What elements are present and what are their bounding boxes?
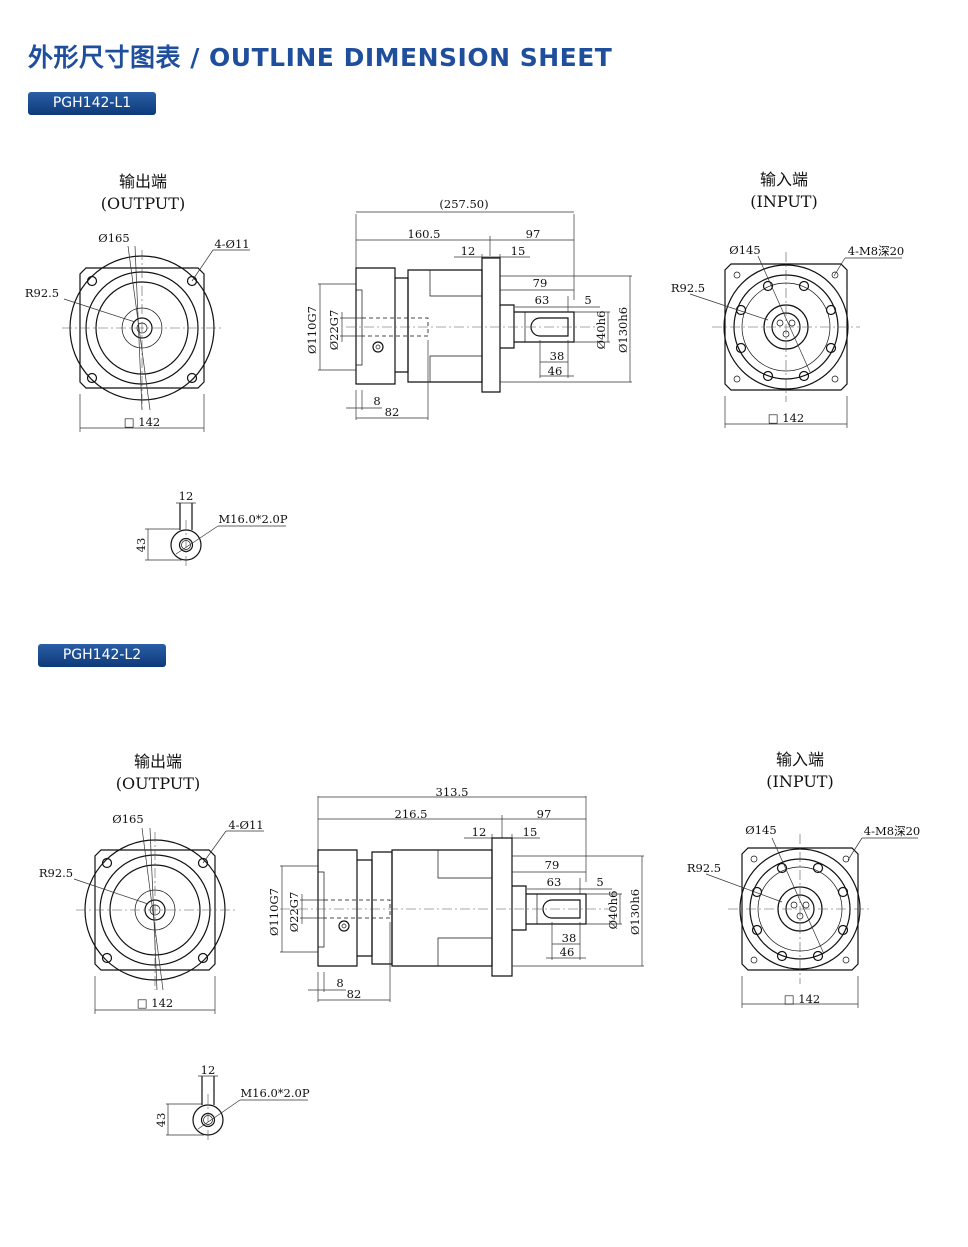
input-label: 输入端 — [760, 170, 808, 189]
dim-dia-165: Ø165 — [98, 231, 129, 245]
dim-46: 46 — [560, 945, 575, 959]
dim-43: 43 — [134, 538, 148, 553]
dim-dia-165: Ø165 — [112, 812, 143, 826]
dim-holes-m8: 4-M8深20 — [864, 824, 920, 838]
dim-body: 160.5 — [408, 227, 441, 241]
dim-square: □ 142 — [784, 992, 820, 1006]
dim-38: 38 — [550, 349, 565, 363]
dim-8: 8 — [336, 976, 343, 990]
dim-63: 63 — [547, 875, 562, 889]
dim-79: 79 — [545, 858, 560, 872]
dim-square: □ 142 — [768, 411, 804, 425]
input-view-l2: 输入端 (INPUT) Ø145 4-M8深20 R92.5 — [687, 750, 920, 1008]
dim-15: 15 — [511, 244, 526, 258]
dim-dia-40: Ø40h6 — [594, 311, 608, 350]
dim-radius: R92.5 — [39, 866, 73, 880]
dim-82: 82 — [347, 987, 362, 1001]
dim-holes-m8: 4-M8深20 — [848, 244, 904, 258]
input-sublabel: (INPUT) — [766, 772, 833, 791]
side-view-l2: 313.5 216.5 97 12 15 79 63 5 38 — [267, 785, 644, 1002]
output-view-l2: 输出端 (OUTPUT) Ø165 4-Ø11 R92.5 □ 142 — [39, 752, 264, 1014]
dim-12: 12 — [461, 244, 476, 258]
dim-holes: 4-Ø11 — [214, 237, 249, 251]
dim-12: 12 — [201, 1063, 216, 1077]
page-title: 外形尺寸图表 / OUTLINE DIMENSION SHEET — [28, 43, 613, 72]
dim-38: 38 — [562, 931, 577, 945]
dim-dia-110: Ø110G7 — [305, 306, 319, 354]
dim-12: 12 — [179, 489, 194, 503]
drawing-pgh142-l2: 输出端 (OUTPUT) Ø165 4-Ø11 R92.5 □ 142 313.… — [39, 750, 920, 1143]
input-view-l1: 输入端 (INPUT) Ø145 4-M8深20 R92.5 — [671, 170, 904, 428]
dim-radius: R92.5 — [687, 861, 721, 875]
dim-thread: M16.0*2.0P — [240, 1086, 309, 1100]
dim-body: 216.5 — [395, 807, 428, 821]
dim-5: 5 — [584, 293, 591, 307]
dim-front: 97 — [537, 807, 552, 821]
dim-8: 8 — [373, 394, 380, 408]
model-badge-l2: PGH142-L2 — [38, 644, 166, 667]
dim-79: 79 — [533, 276, 548, 290]
output-label: 输出端 — [134, 752, 182, 771]
dim-dia-110: Ø110G7 — [267, 888, 281, 936]
drawing-pgh142-l1: 输出端 (OUTPUT) Ø165 4-Ø11 R92.5 □ 142 (257… — [25, 170, 904, 568]
dim-63: 63 — [535, 293, 550, 307]
dim-dia-145: Ø145 — [729, 243, 760, 257]
dim-12: 12 — [472, 825, 487, 839]
dim-radius: R92.5 — [25, 286, 59, 300]
output-view-l1: 输出端 (OUTPUT) Ø165 4-Ø11 R92.5 □ 142 — [25, 172, 250, 432]
side-view-l1: (257.50) 160.5 97 12 15 79 63 5 38 — [305, 197, 632, 420]
dim-holes: 4-Ø11 — [228, 818, 263, 832]
dim-dia-130: Ø130h6 — [616, 307, 630, 353]
dim-square: □ 142 — [137, 996, 173, 1010]
dim-15: 15 — [523, 825, 538, 839]
dim-overall: 313.5 — [436, 785, 469, 799]
dim-43: 43 — [154, 1113, 168, 1128]
dim-dia-40: Ø40h6 — [606, 891, 620, 930]
dim-radius: R92.5 — [671, 281, 705, 295]
output-label: 输出端 — [119, 172, 167, 191]
dim-thread: M16.0*2.0P — [218, 512, 287, 526]
input-sublabel: (INPUT) — [750, 192, 817, 211]
dim-front: 97 — [526, 227, 541, 241]
dim-square: □ 142 — [124, 415, 160, 429]
dim-5: 5 — [596, 875, 603, 889]
output-sublabel: (OUTPUT) — [116, 774, 200, 793]
dim-82: 82 — [385, 405, 400, 419]
shaft-detail-l1: 12 43 M16.0*2.0P — [134, 489, 288, 568]
dim-overall: (257.50) — [439, 197, 488, 211]
dim-dia-22: Ø22G7 — [327, 310, 341, 351]
dim-dia-145: Ø145 — [745, 823, 776, 837]
dim-dia-22: Ø22G7 — [287, 892, 301, 933]
shaft-detail-l2: 12 43 M16.0*2.0P — [154, 1063, 310, 1143]
dim-dia-130: Ø130h6 — [628, 889, 642, 935]
output-sublabel: (OUTPUT) — [101, 194, 185, 213]
dim-46: 46 — [548, 364, 563, 378]
model-badge-l1: PGH142-L1 — [28, 92, 156, 115]
input-label: 输入端 — [776, 750, 824, 769]
